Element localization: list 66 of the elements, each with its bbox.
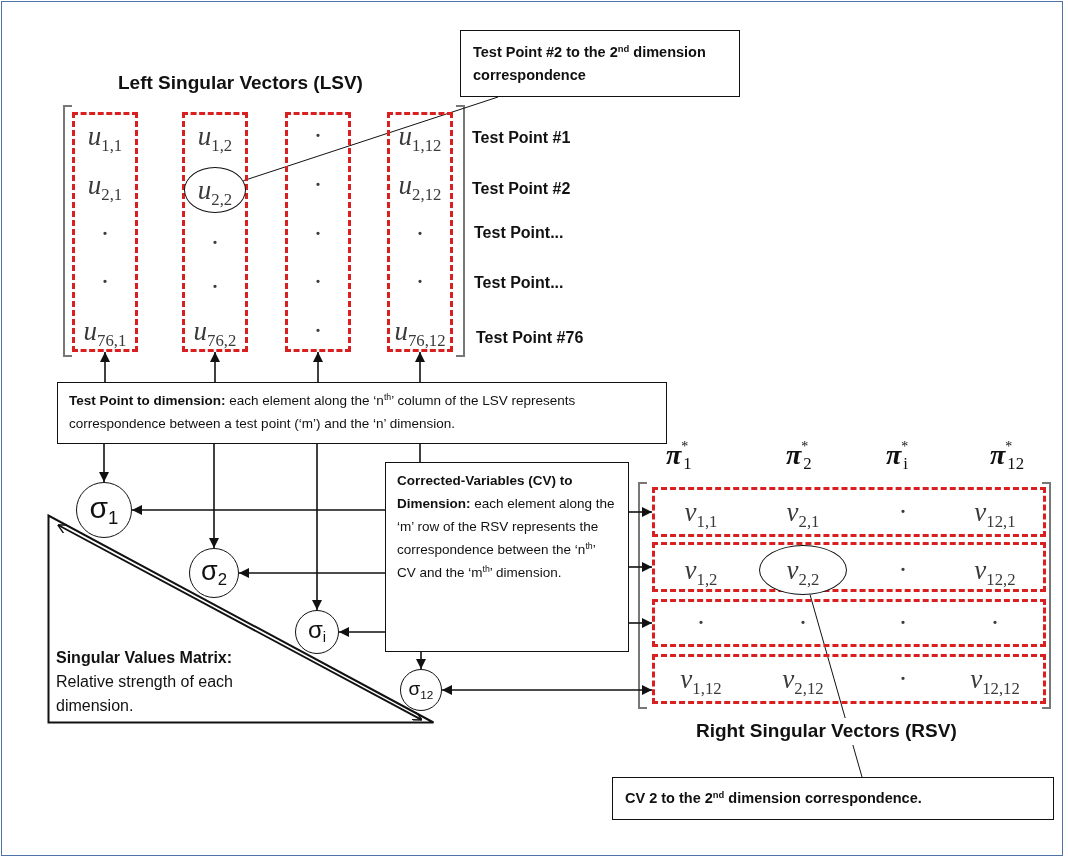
sigma-circle [76, 482, 132, 538]
row-label: Test Point #2 [472, 179, 571, 199]
note-text: Singular Values Matrix: Relative strength of each dimension. [56, 648, 234, 716]
arrow [312, 443, 322, 611]
arrow [100, 351, 110, 383]
matrix-entry: · [100, 269, 110, 297]
arrow [628, 562, 653, 572]
arrow [416, 651, 426, 670]
note-box [385, 462, 629, 652]
arrow [628, 618, 653, 628]
matrix-entry: · [313, 123, 323, 150]
matrix-entry: · [415, 220, 425, 248]
matrix-entry: · [313, 318, 323, 345]
dashed-column-box [387, 112, 453, 352]
sigma-symbol: σ$_{1}$ [89, 493, 119, 523]
sigma-symbol: σ$_{i}$ [307, 618, 327, 642]
arrow [131, 505, 386, 515]
dashed-row-box [652, 542, 1046, 592]
arrow [628, 507, 653, 517]
callout-box [612, 777, 1054, 820]
matrix-entry: · [696, 609, 706, 637]
row-label: Test Point... [474, 273, 564, 293]
callout-text: Test Point #2 to the 2$^{nd}$ dimension correspondence [473, 41, 707, 85]
matrix-entry: · [313, 220, 323, 248]
matrix-entry: · [898, 665, 908, 693]
dashed-row-box [652, 654, 1046, 704]
arrow [338, 627, 386, 637]
note-text: Corrected-Variables (CV) to Dimension: each element along the ‘m’ row of the RSV represents the correspondence between the ‘n$^{th}$’ CV and the ‘m$^{th}$’ dimension. [397, 472, 616, 582]
row-label: Test Point #76 [476, 328, 584, 348]
note-text: Test Point to dimension: each element along the ‘n$^{th}$’ column of the LSV represents correspondence between a test point (‘m’) and the ‘n’ dimension. [69, 391, 577, 433]
arrow [99, 443, 109, 483]
callout-text: CV 2 to the 2$^{nd}$ dimension correspondence. [625, 788, 922, 809]
arrow [209, 443, 219, 549]
sigma-circle [400, 669, 442, 711]
sigma-symbol: σ$_{12}$ [408, 678, 434, 698]
callout-box [460, 30, 740, 97]
row-label: Test Point... [474, 223, 564, 243]
arrow [441, 685, 653, 695]
row-label: Test Point #1 [472, 128, 571, 148]
highlight-ellipse [184, 167, 246, 213]
matrix-entry: · [898, 556, 908, 584]
matrix-entry: · [210, 274, 220, 301]
sigma-symbol: σ$_{2}$ [201, 557, 227, 585]
dashed-row-box [652, 487, 1046, 537]
arrow [238, 568, 386, 578]
matrix-entry: · [990, 609, 1000, 637]
note-box [57, 382, 667, 444]
matrix-entry: · [798, 609, 808, 637]
arrow [313, 351, 323, 383]
matrix-entry: · [313, 269, 323, 297]
arrow [210, 351, 220, 383]
dashed-column-box [182, 112, 248, 352]
arrow [415, 351, 425, 383]
highlight-ellipse [759, 545, 847, 595]
dashed-column-box [285, 112, 351, 352]
connector-line [419, 443, 421, 463]
dashed-row-box [652, 599, 1046, 647]
sigma-circle [189, 548, 239, 598]
matrix-entry: · [898, 498, 908, 526]
matrix-entry: · [313, 171, 323, 199]
matrix-entry: · [210, 230, 220, 257]
matrix-entry: · [898, 609, 908, 637]
matrix-entry: · [100, 220, 110, 248]
matrix-entry: · [415, 269, 425, 297]
sigma-circle [295, 610, 339, 654]
dashed-column-box [72, 112, 138, 352]
